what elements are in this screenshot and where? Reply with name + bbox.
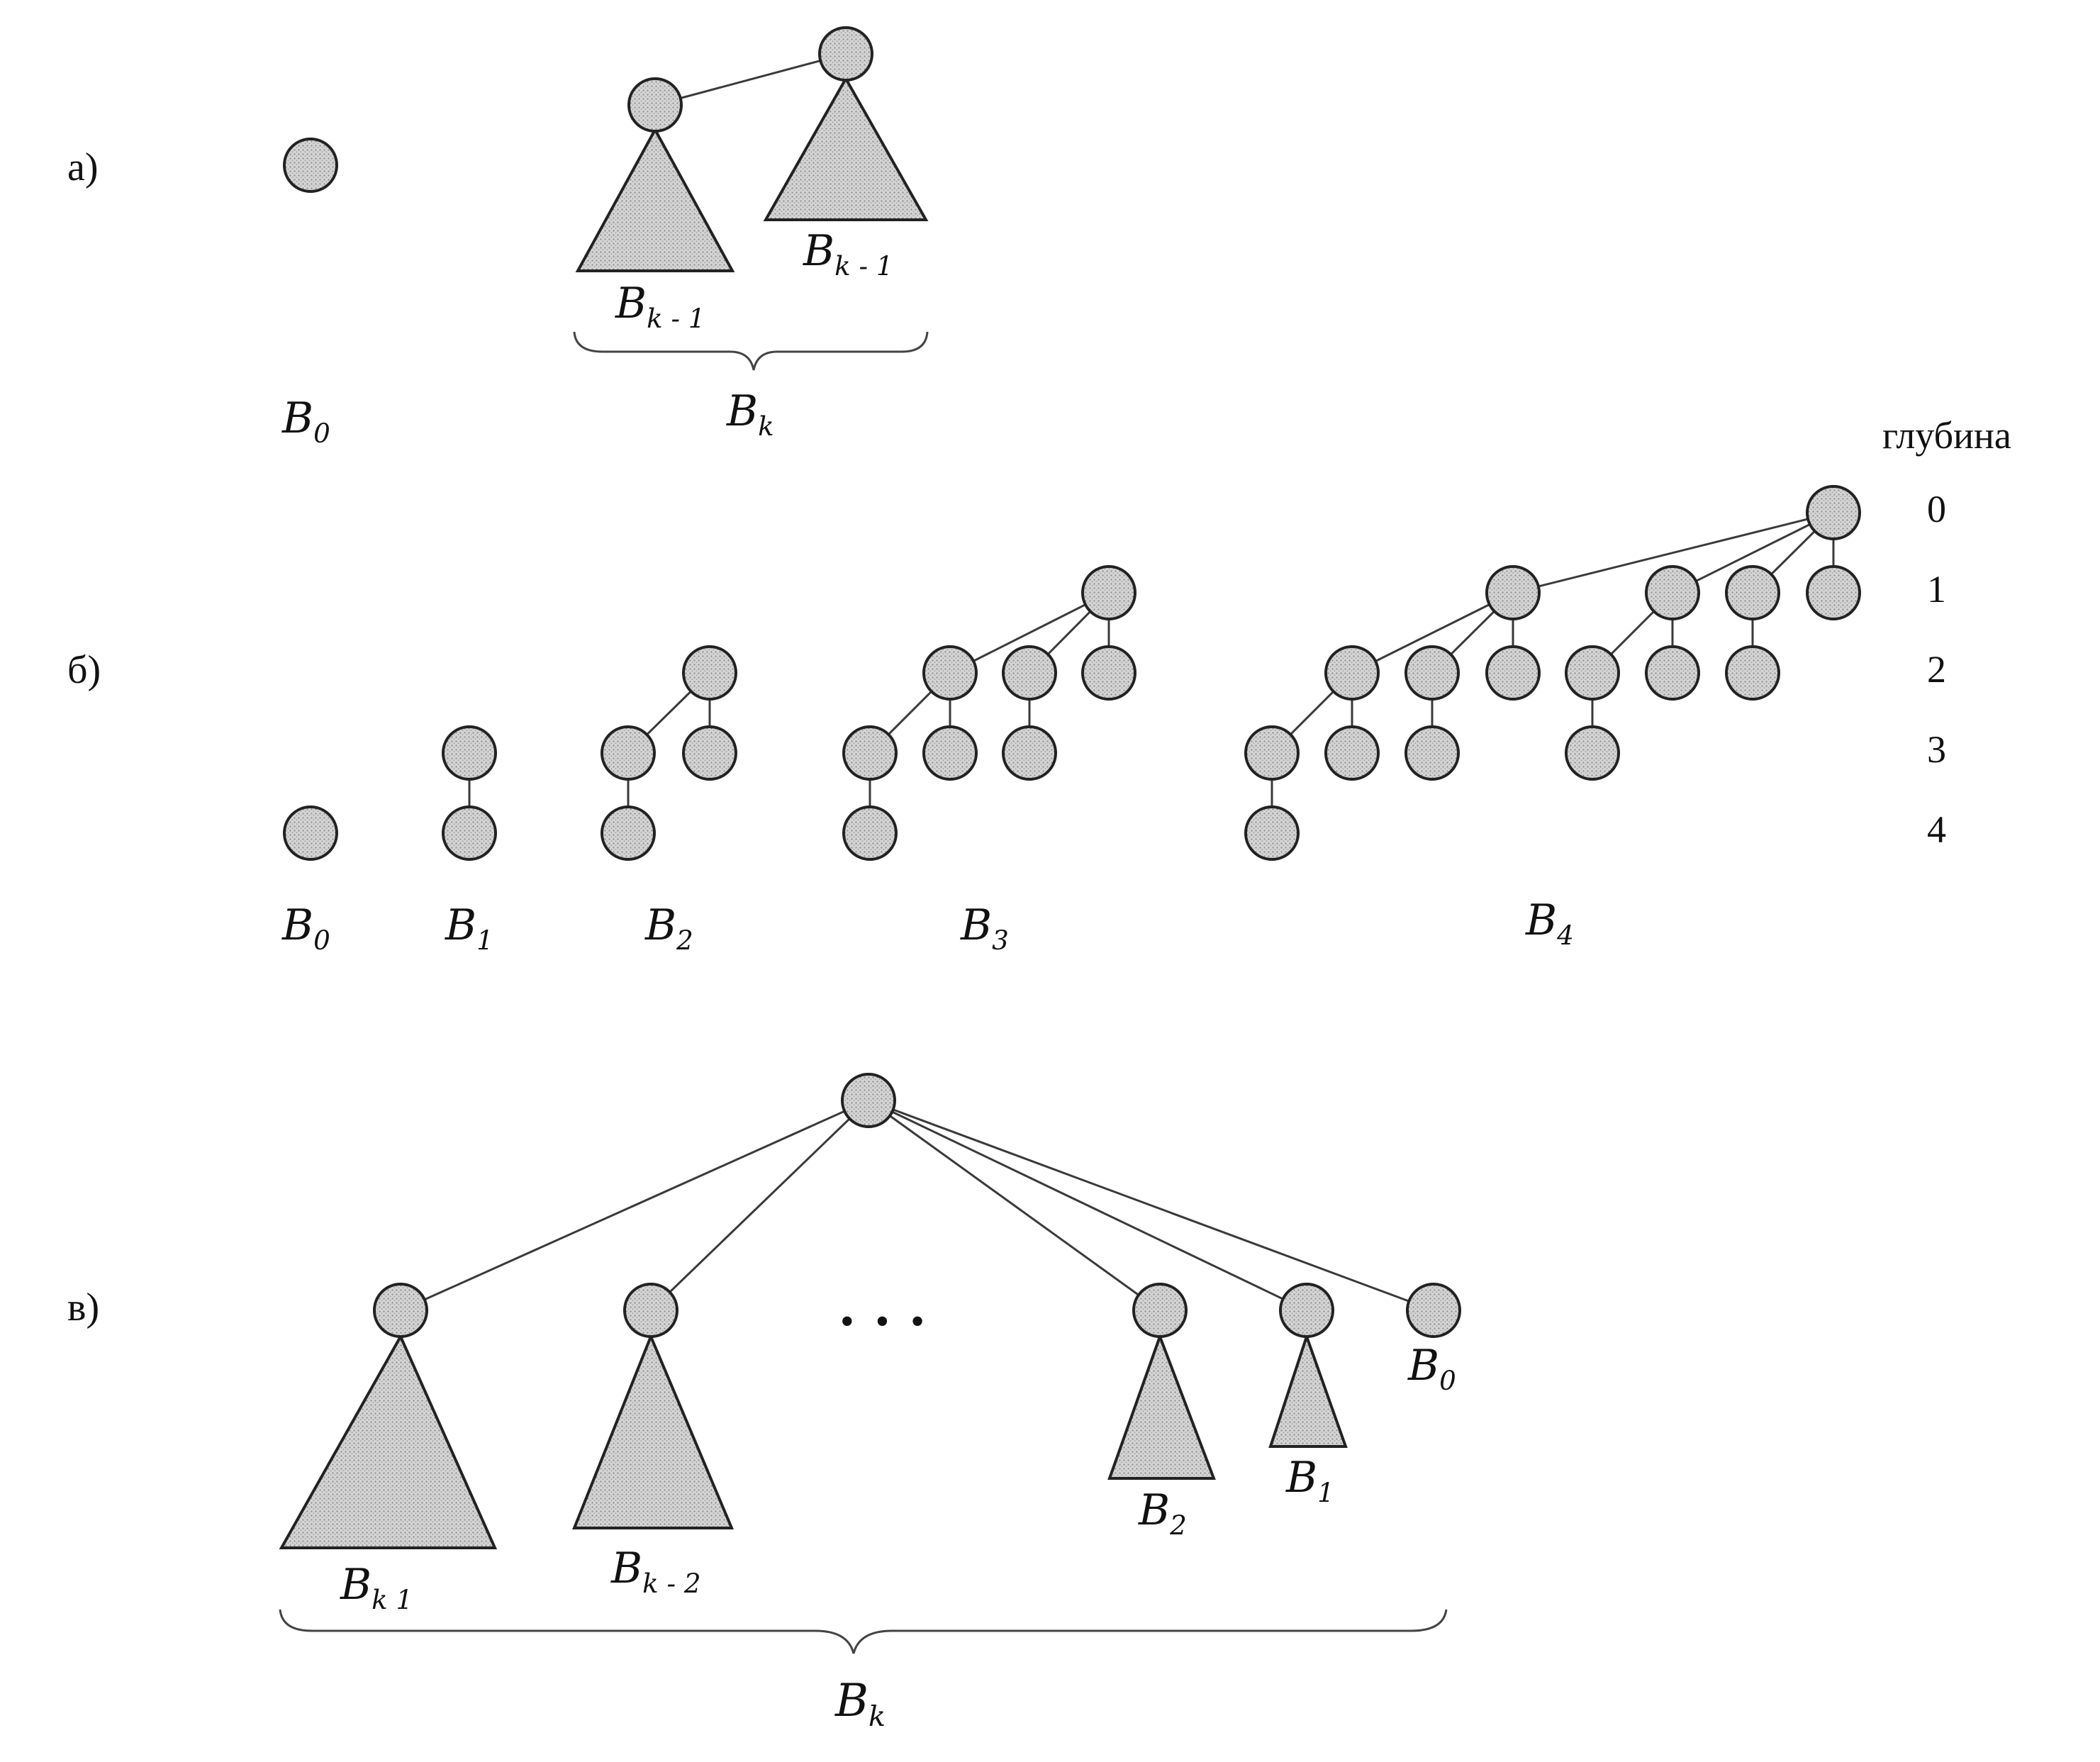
tree-b1-label: B1 <box>445 900 493 956</box>
tree-node <box>601 805 656 861</box>
panel-a-marker: a) <box>67 145 99 189</box>
panel-a-right-subtree-label: Bk - 1 <box>803 226 893 281</box>
tree-b2-label: B2 <box>644 900 693 956</box>
panel-c-brace <box>279 1609 1448 1654</box>
tree-edge <box>949 591 1110 674</box>
panel-a-left-subtree-label: Bk - 1 <box>615 279 705 334</box>
tree-node <box>442 805 497 861</box>
panel-a-link-edge <box>654 52 847 106</box>
tree-b0 <box>283 805 338 861</box>
tree-b4-label: B4 <box>1525 896 1574 951</box>
tree-node <box>922 725 978 781</box>
child-root-node <box>1406 1283 1461 1338</box>
tree-node <box>842 725 898 781</box>
depth-label-2: 2 <box>1927 648 1946 691</box>
subtree-b1-label: B1 <box>1285 1453 1334 1508</box>
tree-node <box>1485 565 1541 620</box>
child-root-node <box>373 1283 428 1338</box>
tree-node <box>1645 645 1700 701</box>
tree-node <box>1645 565 1700 620</box>
panel-a-right-subtree <box>763 75 929 221</box>
tree-b1 <box>442 725 497 861</box>
subtree-b2-label: B2 <box>1138 1485 1187 1541</box>
child-root-node <box>1279 1283 1334 1338</box>
tree-node <box>682 645 737 701</box>
tree-b0-label: B0 <box>281 900 330 956</box>
depth-title: глубина <box>1882 414 2011 457</box>
tree-node <box>922 645 978 701</box>
depth-label-3: 3 <box>1927 728 1946 771</box>
tree-node <box>1081 565 1136 620</box>
panel-b-marker: б) <box>67 648 101 692</box>
tree-edge <box>1512 511 1834 594</box>
depth-label-0: 0 <box>1927 488 1946 530</box>
panel-a-left-root-node <box>627 77 683 133</box>
subtree-bk-2-label: Bk - 2 <box>610 1544 701 1599</box>
subtree-b1 <box>1268 1332 1348 1448</box>
tree-node <box>842 805 898 861</box>
child-root-node <box>1132 1283 1188 1338</box>
tree-node <box>1081 645 1136 701</box>
tree-node <box>1806 565 1861 620</box>
tree-node <box>682 725 737 781</box>
root-edge <box>868 1099 1434 1312</box>
tree-node <box>1725 565 1780 620</box>
panel-a-left-subtree <box>575 126 735 272</box>
subtree-bk-2 <box>572 1332 735 1529</box>
tree-node <box>1565 645 1620 701</box>
root-edge <box>649 1099 870 1312</box>
panel-a: a) B0 Bk - 1 Bk - 1 Bk <box>67 26 929 449</box>
root-edge <box>868 1099 1307 1312</box>
tree-node <box>1244 805 1300 861</box>
tree-node <box>1404 725 1460 781</box>
tree-node <box>1565 725 1620 781</box>
tree-edge <box>1351 591 1514 674</box>
root-node <box>841 1073 896 1128</box>
tree-edge <box>1672 511 1834 594</box>
panel-a-combined-label: Bk <box>726 386 774 442</box>
subtree-bk-1 <box>279 1333 498 1549</box>
tree-node <box>1806 485 1861 540</box>
panel-a-brace <box>573 331 929 371</box>
tree-b2 <box>601 645 737 861</box>
tree-node <box>1244 725 1300 781</box>
tree-node <box>601 725 656 781</box>
tree-b3 <box>842 565 1136 861</box>
panel-a-b0-node <box>283 138 338 193</box>
panel-c-marker: в) <box>67 1286 99 1329</box>
subtree-b2 <box>1107 1332 1216 1480</box>
root-edge <box>400 1099 869 1312</box>
tree-node <box>1002 725 1057 781</box>
tree-b4 <box>1244 485 1861 861</box>
panel-a-right-root-node <box>818 26 873 82</box>
panel-c-combined-label: Bk <box>834 1675 886 1733</box>
tree-node <box>1725 645 1780 701</box>
tree-node <box>1324 645 1380 701</box>
tree-b3-label: B3 <box>960 900 1009 956</box>
subtree-b0-label: B0 <box>1407 1341 1456 1396</box>
child-root-node <box>623 1283 678 1338</box>
subtree-bk-1-label: Bk 1 <box>340 1560 413 1615</box>
depth-label-4: 4 <box>1927 808 1946 851</box>
tree-node <box>442 725 497 781</box>
depth-label-1: 1 <box>1927 568 1946 610</box>
tree-node <box>283 805 338 861</box>
tree-node <box>1324 725 1380 781</box>
ellipsis: • • • <box>840 1300 930 1344</box>
panel-a-b0-label: B0 <box>281 394 330 449</box>
root-edge <box>868 1099 1161 1312</box>
panel-c: в) • • • Bk 1 Bk - 2 B2 B1 B0 <box>67 1073 1461 1733</box>
tree-node <box>1485 645 1541 701</box>
tree-node <box>1002 645 1057 701</box>
panel-b: б) глубина 0 1 2 3 4 <box>67 414 2011 956</box>
tree-node <box>1404 645 1460 701</box>
